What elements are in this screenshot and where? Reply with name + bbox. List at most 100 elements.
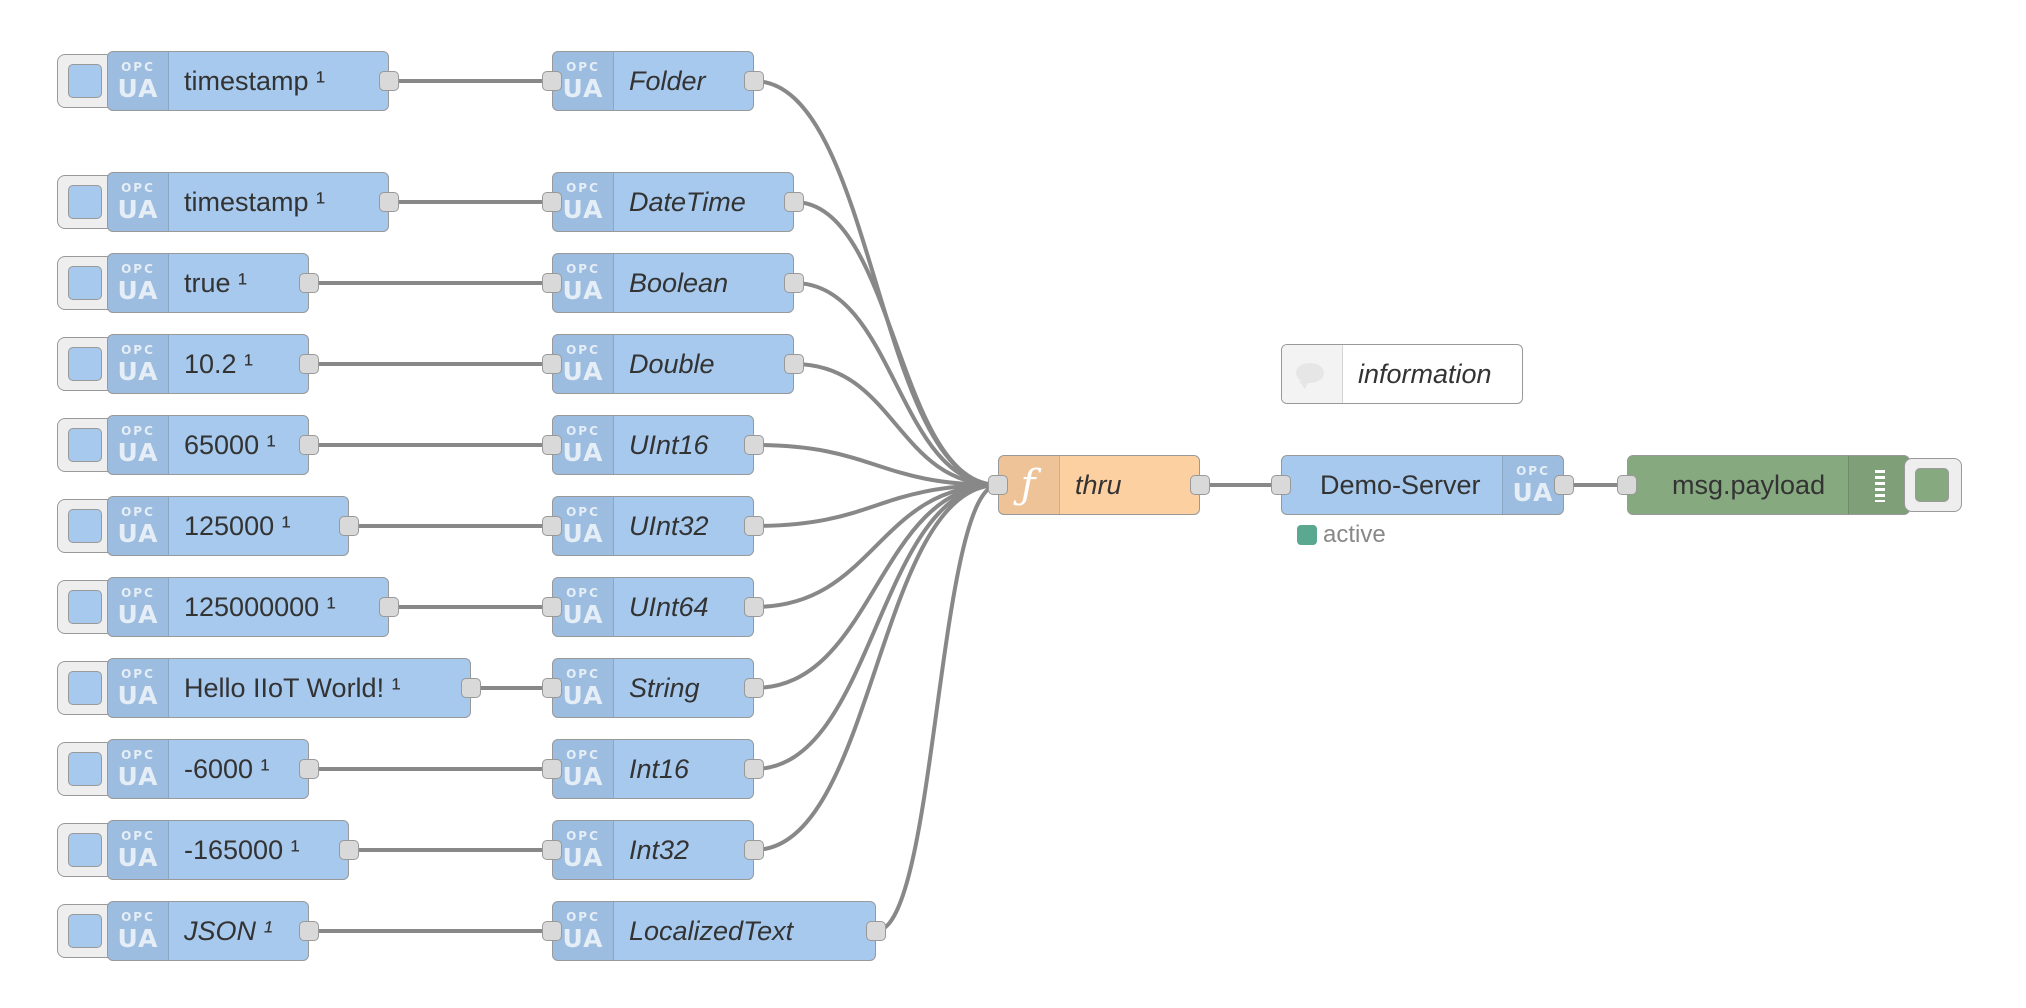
- wire-item-to-function[interactable]: [875, 483, 999, 933]
- input-port[interactable]: [542, 273, 562, 293]
- inject-button[interactable]: [57, 823, 115, 877]
- input-port[interactable]: [542, 759, 562, 779]
- output-port[interactable]: [299, 435, 319, 455]
- input-port[interactable]: [542, 192, 562, 212]
- output-port[interactable]: [379, 597, 399, 617]
- comment-node[interactable]: information: [1281, 344, 1523, 404]
- inject-button[interactable]: [57, 337, 115, 391]
- output-port[interactable]: [379, 192, 399, 212]
- debug-toggle-button[interactable]: [1904, 458, 1962, 512]
- output-port[interactable]: [866, 921, 886, 941]
- inject-node-label: true ¹: [184, 268, 248, 298]
- input-port[interactable]: [1271, 475, 1291, 495]
- wire-item-to-function[interactable]: [753, 443, 999, 487]
- output-port[interactable]: [461, 678, 481, 698]
- output-port[interactable]: [744, 759, 764, 779]
- input-port[interactable]: [542, 840, 562, 860]
- output-port[interactable]: [339, 516, 359, 536]
- input-port[interactable]: [542, 597, 562, 617]
- inject-button[interactable]: [57, 580, 115, 634]
- wire-item-to-function[interactable]: [793, 362, 999, 487]
- output-port[interactable]: [299, 921, 319, 941]
- wire-item-to-function[interactable]: [753, 483, 999, 852]
- wire-item-to-function[interactable]: [793, 200, 999, 487]
- opc-icon-text-bottom: UA: [117, 438, 159, 467]
- inject-button[interactable]: [57, 742, 115, 796]
- output-port[interactable]: [784, 273, 804, 293]
- item-node-label: Int32: [629, 835, 690, 865]
- input-port[interactable]: [542, 71, 562, 91]
- opc-icon-text-bottom: UA: [117, 600, 159, 629]
- opc-icon-text-top: OPC: [121, 505, 155, 519]
- inject-node-label: 65000 ¹: [184, 430, 276, 460]
- output-port[interactable]: [744, 516, 764, 536]
- output-port[interactable]: [784, 192, 804, 212]
- inject-node-label: 125000000 ¹: [184, 592, 336, 622]
- inject-button[interactable]: [57, 256, 115, 310]
- inject-button[interactable]: [57, 661, 115, 715]
- inject-button[interactable]: [57, 904, 115, 958]
- output-port[interactable]: [299, 759, 319, 779]
- input-port[interactable]: [542, 921, 562, 941]
- wire-item-to-function[interactable]: [793, 281, 999, 487]
- output-port[interactable]: [744, 678, 764, 698]
- inject-button[interactable]: [57, 54, 115, 108]
- output-port[interactable]: [784, 354, 804, 374]
- output-port[interactable]: [339, 840, 359, 860]
- opc-icon-text-bottom: UA: [117, 762, 159, 791]
- wire-item-to-function[interactable]: [753, 483, 999, 771]
- input-port[interactable]: [542, 354, 562, 374]
- output-port[interactable]: [744, 597, 764, 617]
- output-port[interactable]: [1190, 475, 1210, 495]
- debug-node[interactable]: msg.payload: [1617, 455, 1910, 515]
- opc-icon-text-top: OPC: [121, 748, 155, 762]
- output-port[interactable]: [379, 71, 399, 91]
- output-port[interactable]: [744, 840, 764, 860]
- input-port[interactable]: [988, 475, 1008, 495]
- output-port[interactable]: [299, 273, 319, 293]
- inject-button[interactable]: [57, 418, 115, 472]
- input-port[interactable]: [1617, 475, 1637, 495]
- input-port[interactable]: [542, 516, 562, 536]
- function-icon-tile: ƒ: [999, 456, 1060, 514]
- wire-item-to-function[interactable]: [753, 483, 999, 690]
- opc-icon-text-top: OPC: [566, 748, 600, 762]
- input-port[interactable]: [542, 678, 562, 698]
- output-port[interactable]: [299, 354, 319, 374]
- opc-icon-text-top: OPC: [566, 181, 600, 195]
- opc-icon-text-top: OPC: [566, 424, 600, 438]
- output-port[interactable]: [744, 71, 764, 91]
- input-port[interactable]: [542, 435, 562, 455]
- inject-button[interactable]: [57, 175, 115, 229]
- inject-button[interactable]: [57, 499, 115, 553]
- wire-item-to-function[interactable]: [753, 483, 999, 528]
- output-port[interactable]: [744, 435, 764, 455]
- wire-item-to-function[interactable]: [753, 483, 999, 609]
- debug-list-icon: [1875, 470, 1885, 502]
- output-port[interactable]: [1554, 475, 1574, 495]
